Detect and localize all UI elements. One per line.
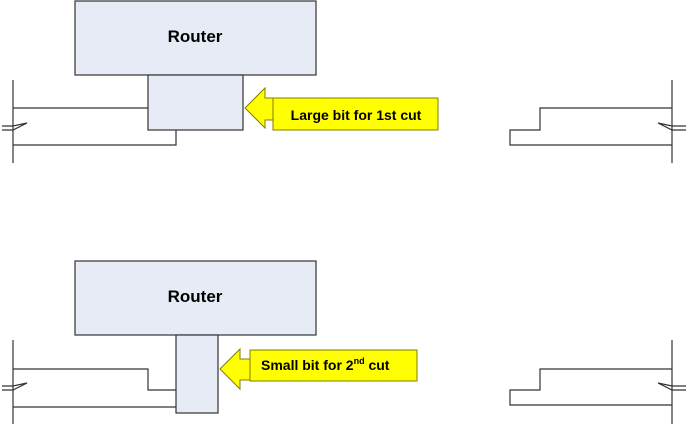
router-body-2 xyxy=(74,260,317,336)
callout-text-1: Large bit for 1st cut xyxy=(291,107,422,123)
left-board-outline-1 xyxy=(12,80,177,163)
arrow-icon-2 xyxy=(219,347,253,391)
callout-text-2-main: Small bit for 2 xyxy=(261,357,354,373)
callout-text-2-sup: nd xyxy=(354,356,365,366)
small-bit xyxy=(175,334,219,414)
router-label-2: Router xyxy=(168,287,223,306)
callout-box-1 xyxy=(272,97,439,131)
left-break-mark-1 xyxy=(2,122,28,131)
callout-box-2 xyxy=(249,349,418,382)
router-body-1 xyxy=(74,0,317,76)
callout-text-2-suffix: cut xyxy=(365,357,390,373)
panel-1: Router Large bit for 1st cut xyxy=(2,0,686,163)
right-board-outline-1 xyxy=(509,80,673,163)
right-break-mark-1 xyxy=(657,122,686,131)
arrow-icon-1 xyxy=(244,86,277,130)
right-break-mark-2 xyxy=(657,382,686,391)
callout-text-2: Small bit for 2nd cut xyxy=(261,356,390,373)
left-board-outline-2 xyxy=(12,340,176,424)
panel-2: Router Small bit for 2nd cut xyxy=(2,260,686,424)
left-break-mark-2 xyxy=(2,382,28,391)
right-board-outline-2 xyxy=(509,340,673,424)
router-label-1: Router xyxy=(168,27,223,46)
large-bit xyxy=(147,74,244,131)
